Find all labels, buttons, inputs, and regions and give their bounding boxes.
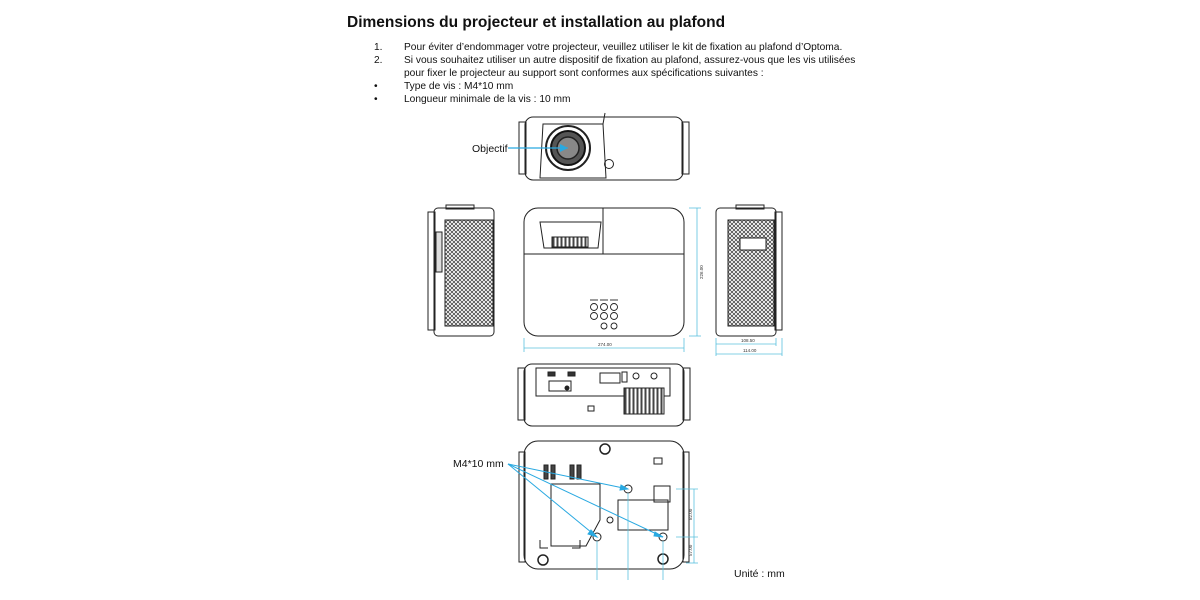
dimension-texts: 274.00 226.00 108.50 114.00	[598, 265, 757, 353]
list-text: Longueur minimale de la vis : 10 mm	[404, 94, 571, 105]
list-marker: 2.	[374, 55, 383, 66]
list-marker: 1.	[374, 42, 383, 53]
list-text: Pour éviter d’endommager votre projecteu…	[404, 42, 843, 53]
bottom-view	[518, 440, 690, 570]
list-item: 2. Si vous souhaitez utiliser un autre d…	[374, 54, 874, 80]
left-side-view	[427, 204, 495, 337]
dim-hole-b: 57.00	[688, 544, 693, 556]
bottom-dimension-lines	[596, 488, 698, 580]
dim-height-a: 108.50	[741, 338, 755, 343]
list-marker: •	[374, 81, 378, 92]
list-item: • Type de vis : M4*10 mm	[374, 80, 874, 93]
front-view	[518, 112, 690, 181]
dimension-lines	[523, 207, 783, 356]
list-marker: •	[374, 94, 378, 105]
screw-callout-lines	[507, 463, 664, 539]
rear-view	[517, 363, 691, 427]
instruction-list: 1. Pour éviter d’endommager votre projec…	[374, 41, 874, 106]
list-text: Si vous souhaitez utiliser un autre disp…	[404, 55, 856, 79]
dim-width: 274.00	[598, 342, 612, 347]
lens-callout	[508, 144, 568, 152]
list-text: Type de vis : M4*10 mm	[404, 81, 514, 92]
unit-label: Unité : mm	[734, 568, 785, 580]
control-buttons	[590, 299, 618, 330]
right-side-view	[715, 204, 783, 337]
bottom-dimension-texts: 82.00 57.00	[688, 508, 693, 556]
dim-hole-a: 82.00	[688, 508, 693, 520]
dim-depth: 226.00	[699, 265, 704, 279]
dim-height-b: 114.00	[743, 348, 757, 353]
screw-label: M4*10 mm	[453, 458, 504, 470]
page-title: Dimensions du projecteur et installation…	[347, 14, 726, 31]
top-view	[523, 207, 685, 337]
list-item: 1. Pour éviter d’endommager votre projec…	[374, 41, 874, 54]
list-item: • Longueur minimale de la vis : 10 mm	[374, 93, 874, 106]
lens-label: Objectif	[472, 143, 508, 155]
